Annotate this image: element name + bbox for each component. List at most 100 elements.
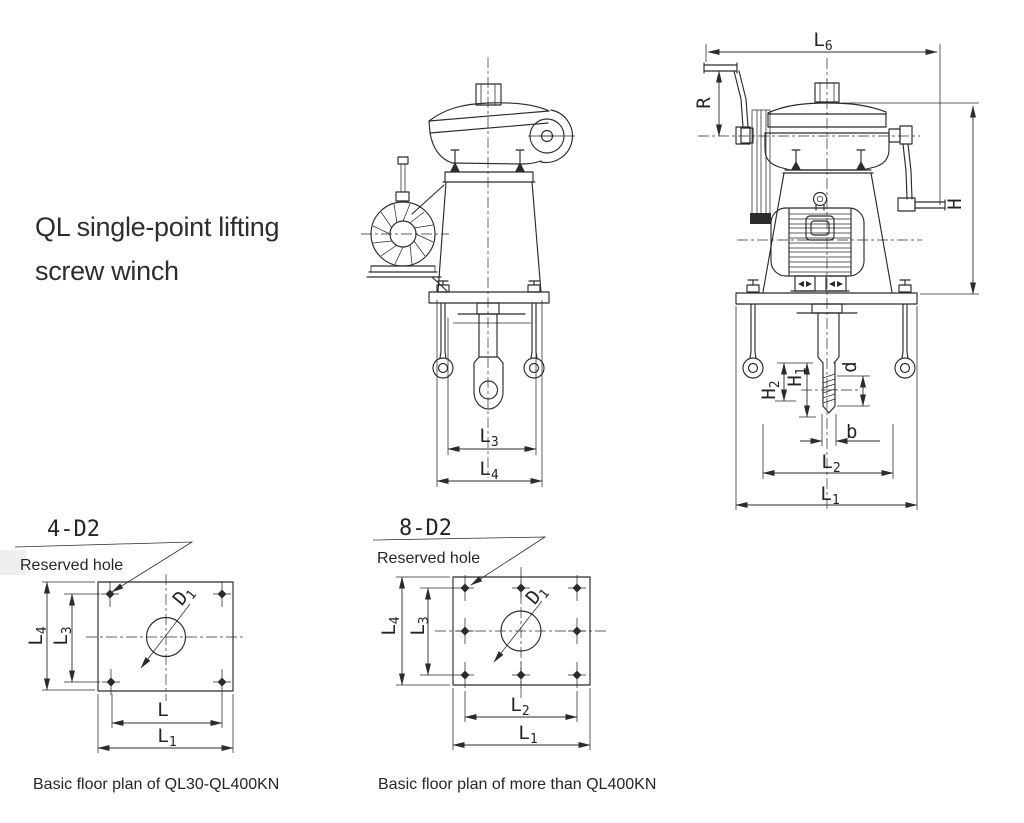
shoulder-bolt-right — [856, 149, 866, 170]
dimension-l4: L4 — [378, 576, 450, 686]
motor — [770, 191, 865, 292]
flange-bolt-right — [515, 149, 525, 172]
dim-l-label: L — [157, 699, 168, 721]
drawing-title: QL single-point lifting screw winch — [35, 212, 280, 286]
bolt-holes — [456, 575, 586, 688]
dimension-l1: L1 — [735, 306, 918, 510]
dim-l4-label: L4 — [378, 616, 403, 635]
title-line-1: QL single-point lifting — [35, 212, 279, 242]
dim-l1-label: L1 — [518, 722, 537, 747]
dimension-l3: L3 — [407, 587, 456, 676]
front-view: L3 L4 — [361, 57, 575, 487]
gearbox-lid — [428, 102, 550, 134]
column-body — [411, 181, 542, 293]
dimension-d1: D1 — [140, 581, 201, 669]
anchor-bolt-top-right — [898, 279, 912, 293]
dim-d1-label: D1 — [522, 580, 554, 611]
motor-fins — [789, 213, 851, 273]
flange-bolt-left — [450, 149, 460, 172]
side-view: L6 R — [693, 29, 979, 512]
dimension-l1: L1 — [452, 688, 591, 750]
dim-l2-label: L2 — [821, 451, 840, 476]
top-cap — [814, 82, 840, 103]
anchor-bolt-right — [894, 303, 916, 379]
plan-small-note: Reserved hole — [20, 557, 123, 574]
shoulder-plate — [782, 169, 874, 174]
dimension-l2: L2 — [762, 424, 894, 479]
leader-line — [14, 541, 194, 593]
plan-large-note: Reserved hole — [377, 550, 480, 567]
eyebolt — [812, 191, 828, 207]
leader-line — [372, 536, 547, 586]
dim-l2-label: L2 — [510, 694, 529, 719]
lifting-screw-clevis — [453, 302, 531, 410]
dim-l1-label: L1 — [820, 483, 839, 508]
dimension-h: H — [842, 102, 979, 295]
dim-l4-label: L4 — [479, 458, 498, 483]
artifact-patch — [0, 550, 26, 575]
title-line-2: screw winch — [35, 256, 179, 286]
anchor-bolt-left — [432, 302, 454, 379]
dimension-l3: L3 — [447, 318, 537, 455]
center-hole — [500, 610, 542, 652]
plan-large-label: 8-D2 — [399, 516, 452, 541]
dim-r-label: R — [693, 97, 715, 109]
dimension-l6: L6 — [705, 29, 941, 205]
dim-h1-label: H1 — [784, 367, 809, 386]
center-hole — [145, 616, 187, 658]
base-plate — [735, 292, 918, 305]
anchor-bolt-right — [523, 302, 545, 379]
dimension-l1: L1 — [97, 694, 234, 753]
dim-h-label: H — [944, 198, 966, 209]
motor-foot-left — [794, 275, 816, 292]
dimension-l: L — [111, 694, 223, 728]
dim-h2-label: H2 — [758, 380, 783, 399]
anchor-bolt-top-left — [746, 279, 760, 293]
dim-d1-label: D1 — [169, 581, 201, 612]
dimension-d1: D1 — [493, 580, 554, 663]
plate-centerlines — [86, 574, 246, 701]
dim-l3-label: L3 — [50, 626, 75, 645]
fan-base — [366, 265, 442, 278]
gusset — [431, 276, 448, 292]
dim-l6-label: L6 — [813, 29, 832, 54]
dimension-l2: L2 — [464, 691, 578, 722]
dimension-l4: L4 — [25, 581, 95, 691]
dimension-r: R — [693, 70, 722, 137]
plan-small-label: 4-D2 — [47, 517, 100, 542]
dimension-l3: L3 — [50, 593, 100, 683]
gearbox-bowl — [429, 132, 542, 165]
dim-d-label: d — [839, 361, 861, 372]
dimension-l4: L4 — [436, 300, 543, 487]
anchor-bolt-top-left — [436, 280, 450, 293]
motor-foot-right — [825, 275, 847, 292]
dim-l3-label: L3 — [407, 616, 432, 635]
fan-blades — [372, 203, 434, 265]
anchor-bolt-left — [742, 303, 764, 379]
base-plate — [428, 291, 550, 304]
column-body — [762, 172, 893, 293]
floor-plan-large: 8-D2 Reserved hole D1 L4 L3 L2 — [372, 516, 656, 793]
mounting-flange — [442, 171, 536, 183]
bolt-holes — [101, 581, 231, 695]
dim-l4-label: L4 — [25, 626, 50, 645]
screw-threads — [822, 373, 836, 404]
dim-l3-label: L3 — [479, 425, 498, 450]
lifting-screw — [796, 303, 858, 414]
fan-motor — [366, 156, 448, 292]
dimension-b: b — [800, 414, 880, 446]
top-cap — [475, 83, 502, 106]
base-plate-outline — [97, 581, 234, 692]
gearbox-lid — [764, 102, 890, 134]
hand-crank-right — [897, 143, 946, 212]
floor-plan-small: 4-D2 Reserved hole D1 L4 L3 L — [0, 517, 279, 793]
anchor-bolt-top-right — [527, 280, 541, 293]
hand-crank-left — [703, 62, 751, 145]
dimension-h1: H1 — [784, 362, 816, 418]
dim-l1-label: L1 — [157, 725, 176, 750]
crank-guard-bracket — [750, 109, 771, 224]
bearing-housing — [529, 109, 574, 164]
plan-large-caption: Basic floor plan of more than QL400KN — [378, 776, 656, 793]
